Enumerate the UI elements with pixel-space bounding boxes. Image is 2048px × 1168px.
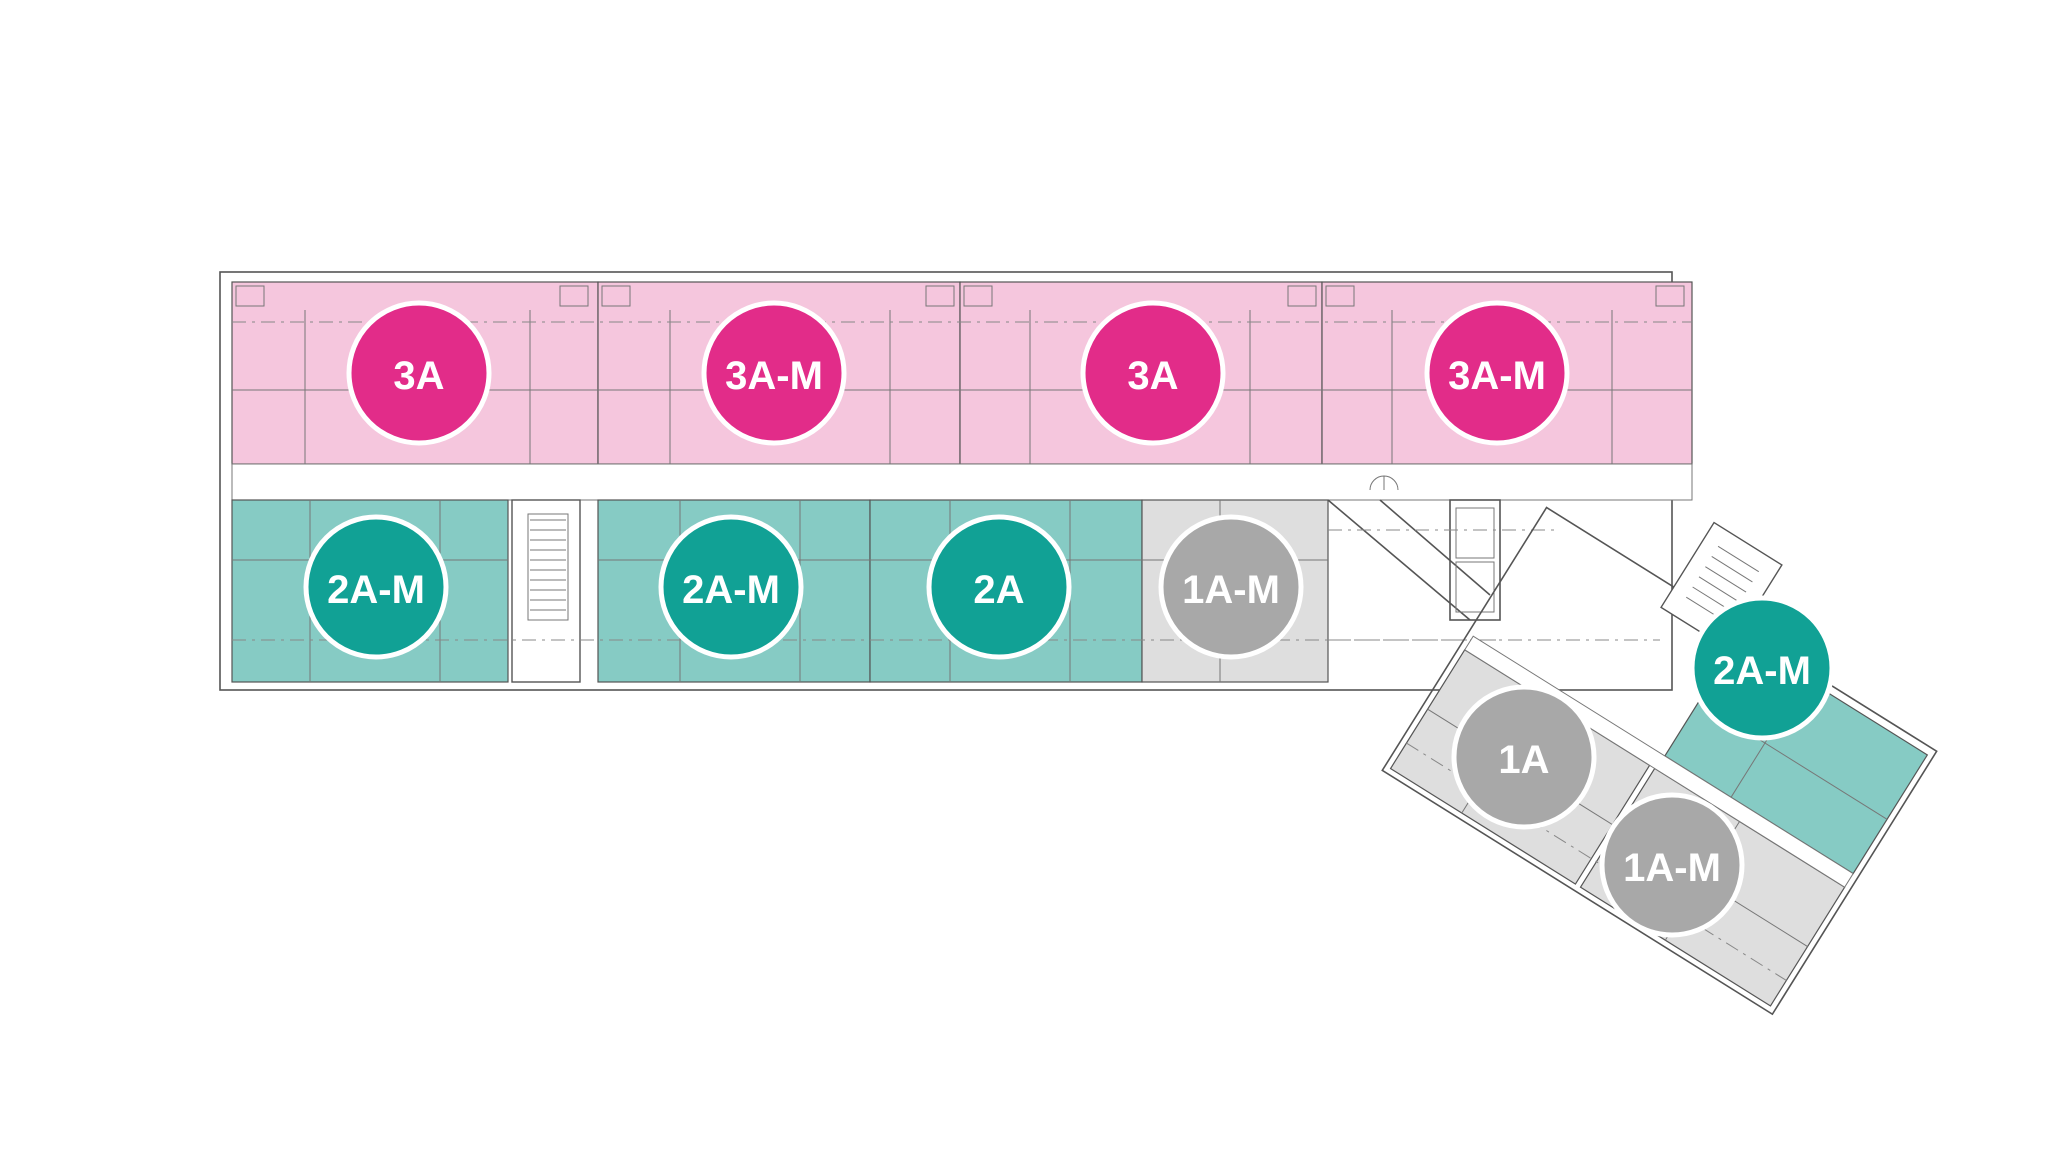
unit-label: 1A [1498, 738, 1549, 782]
unit-badge-2am-left[interactable]: 2A-M [303, 514, 449, 660]
corridor [231, 463, 1693, 501]
unit-badge-3a-right[interactable]: 3A [1080, 300, 1226, 446]
unit-badge-2am-mid[interactable]: 2A-M [658, 514, 804, 660]
central-core [1327, 475, 1560, 641]
unit-badge-1am-mid[interactable]: 1A-M [1158, 514, 1304, 660]
unit-badges: 3A 3A-M 3A 3A-M 2A-M 2A-M 2A 1A-M [303, 300, 1835, 938]
unit-label: 2A-M [327, 568, 425, 612]
unit-badge-2am-wing[interactable]: 2A-M [1689, 595, 1835, 741]
unit-badge-1am-wing[interactable]: 1A-M [1599, 792, 1745, 938]
stairwell-left [511, 499, 581, 683]
unit-badge-3am-left[interactable]: 3A-M [701, 300, 847, 446]
unit-label: 3A [393, 354, 444, 398]
unit-badge-2a-mid[interactable]: 2A [926, 514, 1072, 660]
unit-badge-3a-left[interactable]: 3A [346, 300, 492, 446]
unit-label: 2A-M [682, 568, 780, 612]
stair-treads-left [527, 513, 569, 621]
unit-label: 3A-M [1448, 354, 1546, 398]
unit-badge-1a-wing[interactable]: 1A [1451, 684, 1597, 830]
unit-label: 2A [973, 568, 1024, 612]
unit-label: 1A-M [1182, 568, 1280, 612]
unit-label: 2A-M [1713, 649, 1811, 693]
unit-label: 3A-M [725, 354, 823, 398]
unit-label: 3A [1127, 354, 1178, 398]
unit-label: 1A-M [1623, 846, 1721, 890]
unit-badge-3am-right[interactable]: 3A-M [1424, 300, 1570, 446]
